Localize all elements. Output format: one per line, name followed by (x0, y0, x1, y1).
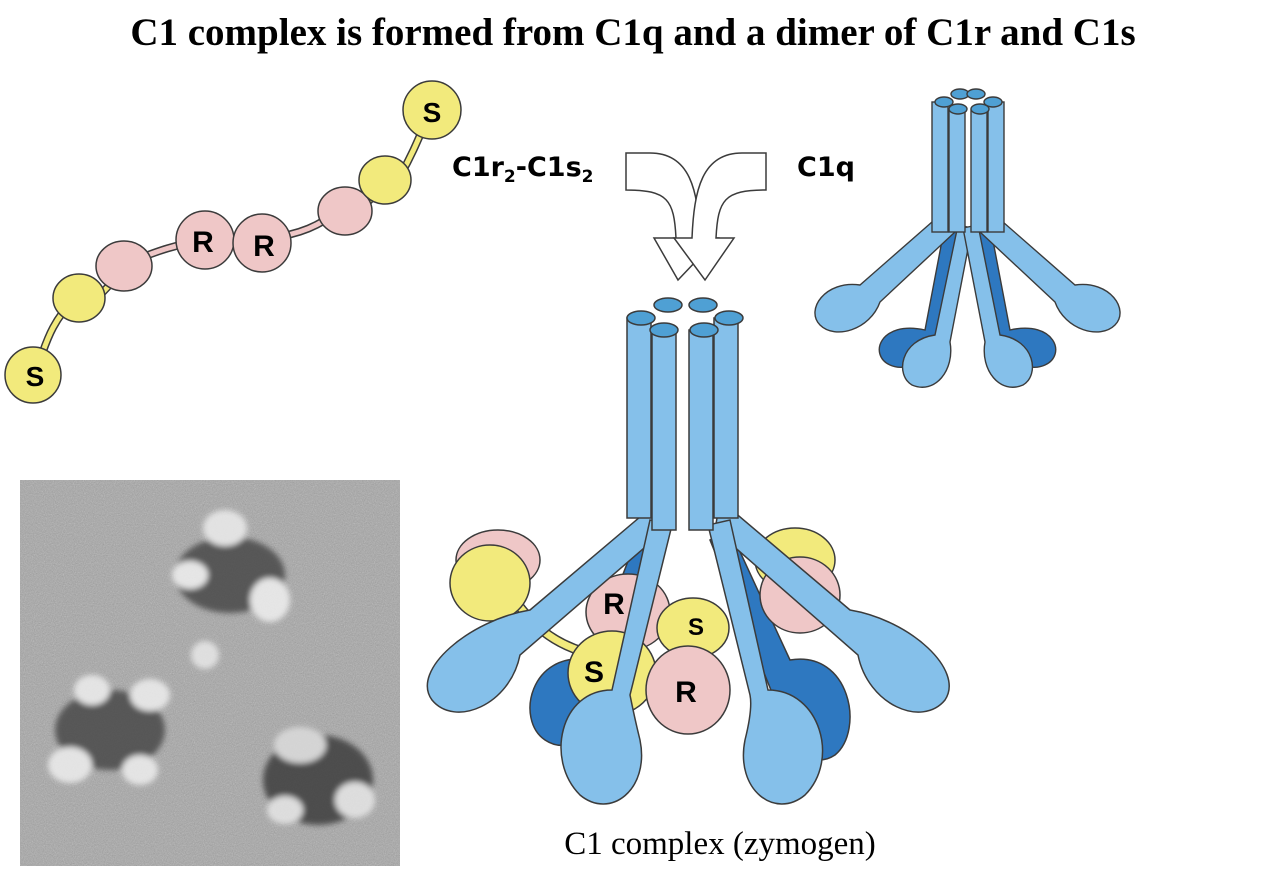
figure-title: C1 complex is formed from C1q and a dime… (130, 11, 1136, 54)
c1s-catalytic-domain (402, 80, 462, 140)
assembly-arrows (625, 152, 767, 282)
s-letter: S (584, 656, 604, 689)
r-letter: R (603, 588, 625, 621)
c1-complex (426, 297, 950, 805)
arrow-from-c1q-icon (672, 152, 767, 282)
c1r-catalytic-domain (645, 645, 731, 735)
c1r-domain (317, 186, 373, 236)
c1r2-c1s2-label: C1r2-C1s2 (452, 152, 594, 187)
c1r-domain (95, 240, 153, 292)
c1s-domain (449, 544, 531, 622)
c1r2-c1s2-tetramer (4, 80, 462, 404)
c1q-label: C1q (797, 152, 855, 183)
c1r-catalytic-domain (232, 213, 292, 273)
c1-complex-caption: C1 complex (zymogen) (564, 826, 876, 862)
c1s-domain (52, 273, 106, 323)
electron-micrograph (20, 480, 400, 866)
c1q-molecule (814, 88, 1121, 388)
r-letter: R (253, 230, 275, 263)
s-letter: S (688, 614, 704, 641)
r-letter: R (675, 676, 697, 709)
c1s-domain (358, 155, 412, 205)
c1s-catalytic-domain (4, 346, 62, 404)
s-letter: S (26, 361, 45, 392)
r-letter: R (192, 226, 214, 259)
s-letter: S (423, 97, 442, 128)
